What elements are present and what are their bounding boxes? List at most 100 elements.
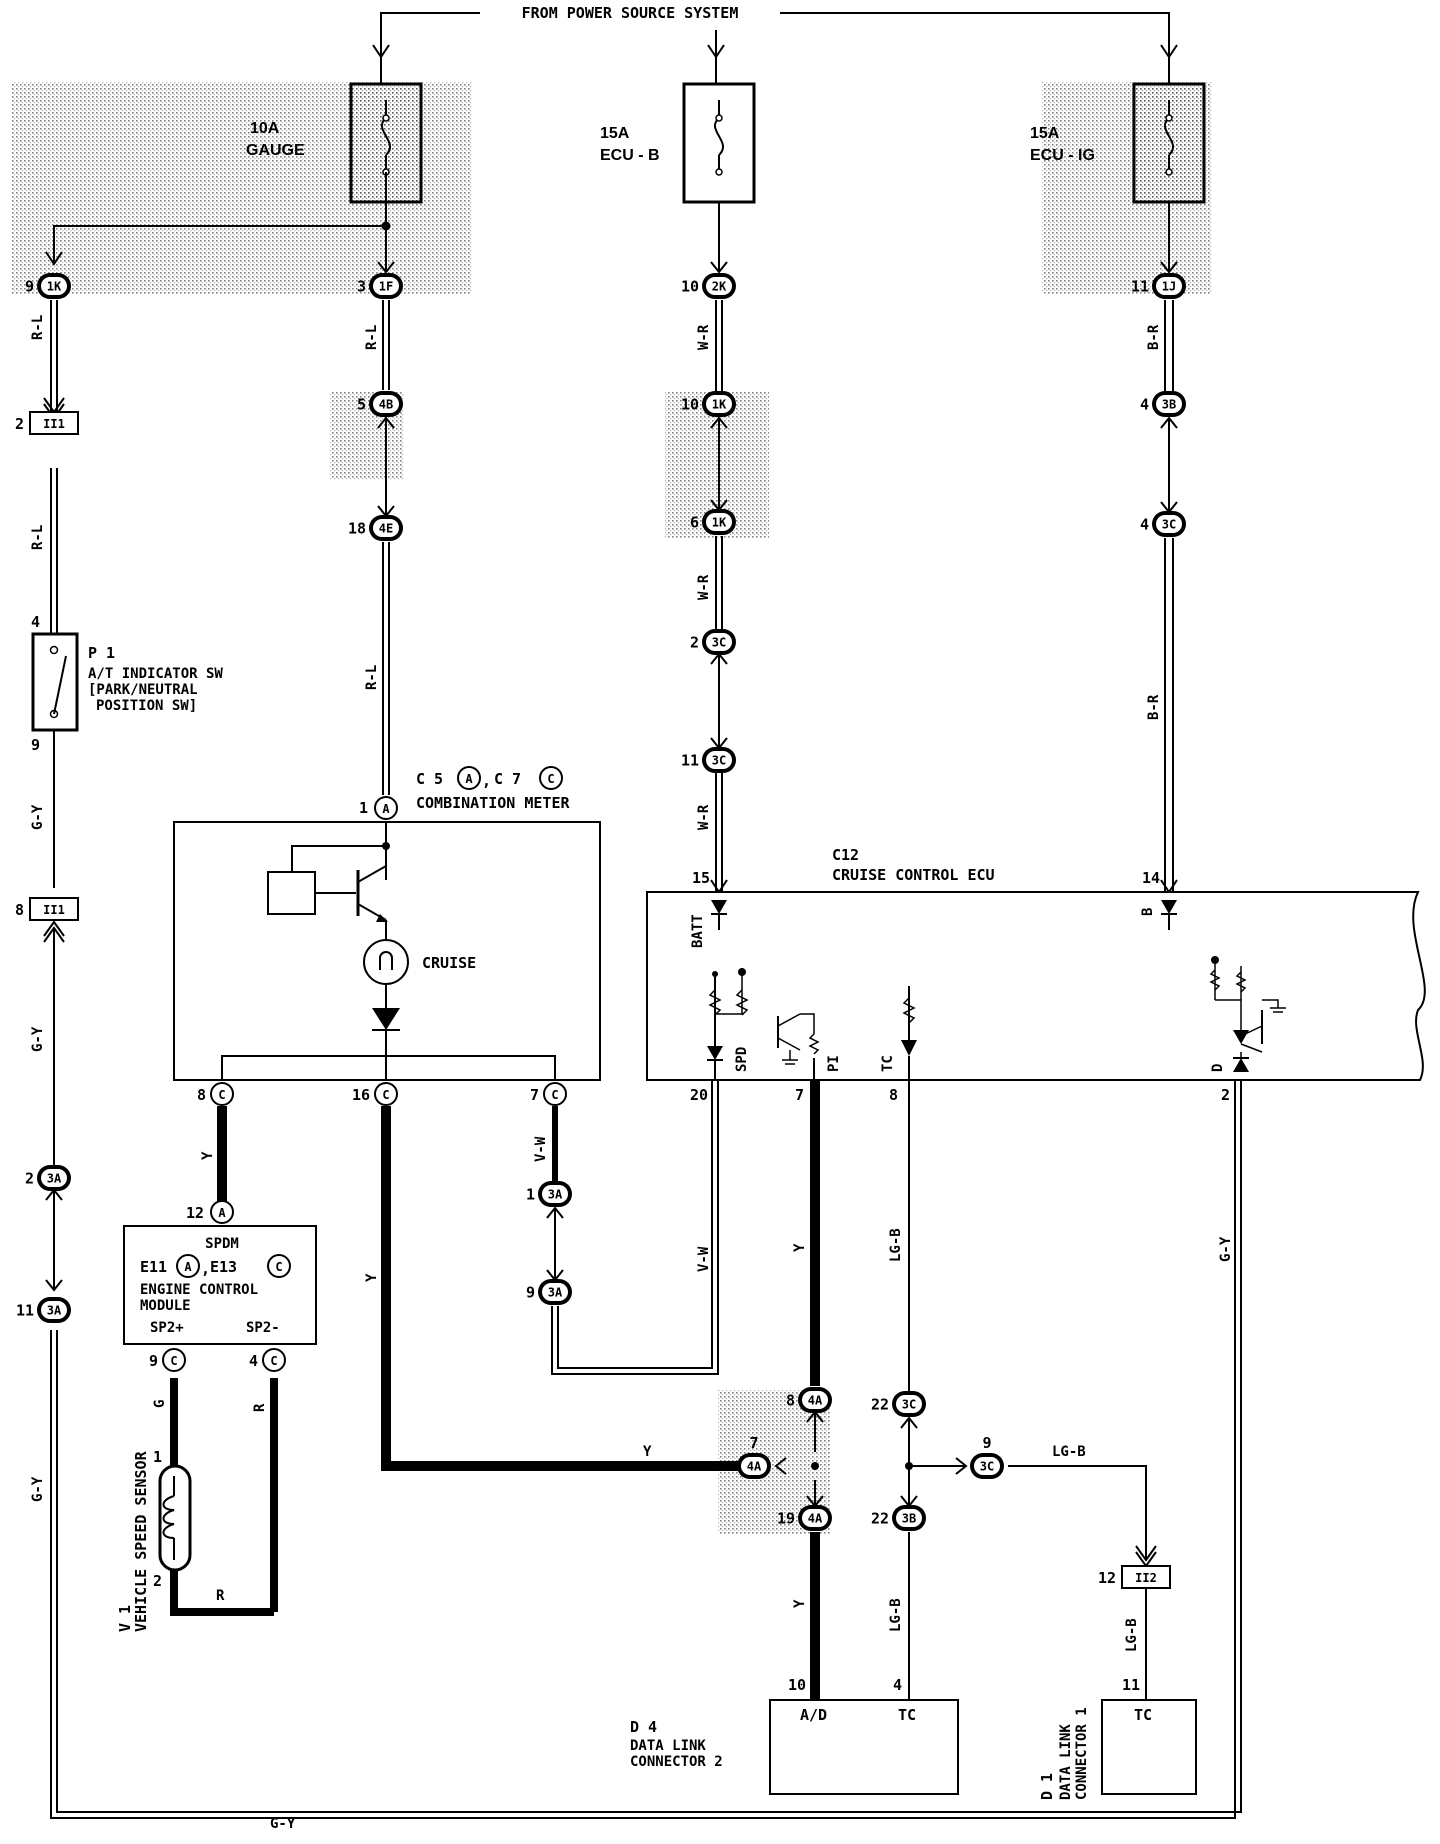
wire-labels: R-L R-L R-L R-L W-R W-R W-R B-R B-R G-Y …: [30, 315, 1234, 1832]
connector-code: 3B: [902, 1512, 916, 1526]
connector-c-3b-4: 3B4: [1140, 391, 1186, 417]
ii1-top-code: II1: [43, 417, 65, 431]
connector-code: 3C: [712, 754, 726, 768]
ecm-sep: ,: [201, 1260, 210, 1278]
wire-label-r: R: [252, 1403, 268, 1412]
ecu-b: B: [1140, 908, 1156, 916]
connector-code: 3A: [47, 1304, 62, 1318]
wire-label-wr: W-R: [696, 574, 712, 600]
connector-code: 4B: [379, 398, 393, 412]
fuse-ecu-ig-name: ECU - IG: [1030, 147, 1095, 164]
connector-c-3a-9: 3A9: [526, 1279, 572, 1305]
wire-label-y: Y: [792, 1599, 808, 1608]
wire-label-y: Y: [364, 1273, 380, 1282]
p1-line3: POSITION SW]: [96, 698, 197, 714]
wire-label-lgb: LG-B: [1052, 1444, 1086, 1460]
wire-label-gy: G-Y: [270, 1816, 296, 1832]
connector-pin: 11: [681, 752, 699, 770]
connector-pin: 2: [690, 634, 699, 652]
wire-label-y: Y: [200, 1151, 216, 1160]
ecu-pin-15: 15: [692, 869, 710, 887]
wire-label-gy: G-Y: [30, 1026, 46, 1052]
wire-label-wr: W-R: [696, 804, 712, 830]
wire-label-gy: G-Y: [30, 1476, 46, 1502]
power-source-label: FROM POWER SOURCE SYSTEM: [522, 4, 739, 22]
ecu-spd: SPD: [734, 1047, 750, 1072]
connector-pin: 8: [786, 1392, 795, 1410]
connector-c-1k-9: 1K9: [25, 273, 71, 299]
meter-id-c: C 7: [494, 770, 521, 788]
connector-pin: 9: [982, 1434, 991, 1452]
connector-c-1f-3: 1F3: [357, 273, 403, 299]
p1-line2: [PARK/NEUTRAL: [88, 682, 198, 698]
ecu-batt: BATT: [690, 914, 706, 948]
connector-c-3c-2: 3C 2: [690, 629, 736, 655]
connector-pin: 7: [749, 1434, 758, 1452]
connector-pin: 10: [681, 278, 699, 296]
ecm-sp-minus: SP2-: [246, 1320, 280, 1336]
connector-c-3c-4: 3C4: [1140, 511, 1186, 537]
ecu-pi: PI: [826, 1055, 842, 1072]
wire-label-lgb: LG-B: [888, 1598, 904, 1632]
connector-code: 3C: [1162, 518, 1176, 532]
ecm-pin-4: 4: [249, 1352, 258, 1370]
wire-label-br: B-R: [1146, 324, 1162, 350]
wire-label-lgb: LG-B: [1124, 1618, 1140, 1652]
meter-pin-8: 8: [197, 1086, 206, 1104]
meter-pin-16: 16: [352, 1086, 370, 1104]
fuse-ecu-b-rating: 15A: [600, 125, 630, 142]
wire-label-rl: R-L: [30, 315, 46, 340]
wire-label-r: R: [216, 1588, 225, 1604]
connector-code: 4A: [747, 1460, 762, 1474]
connector-c-3c-9: 3C9: [970, 1434, 1004, 1479]
d1-id: D 1: [1038, 1773, 1056, 1800]
d1-pin-11: 11: [1122, 1676, 1140, 1694]
wire-label-br: B-R: [1146, 694, 1162, 720]
d4-pin-ad: A/D: [800, 1706, 827, 1724]
ii2-pin: 12: [1098, 1569, 1116, 1587]
wire-label-vw: V-W: [696, 1246, 712, 1272]
meter-pin8-badge: C: [218, 1088, 225, 1102]
fuse-ecu-b: 15A ECU - B: [600, 57, 756, 204]
connector-code: 1K: [712, 398, 727, 412]
meter-id-a: C 5: [416, 770, 443, 788]
junction-ii1-top: II1 2: [15, 411, 79, 435]
connector-code: 3C: [712, 636, 726, 650]
junction-ii2: II2 12: [1098, 1565, 1171, 1589]
cruise-control-ecu: C12 CRUISE CONTROL ECU 15 14 BATT B SPD: [646, 846, 1426, 1104]
vehicle-speed-sensor: 1 2 V 1 VEHICLE SPEED SENSOR: [116, 1448, 192, 1632]
connector-code: 3B: [1162, 398, 1176, 412]
wire-label-lgb: LG-B: [888, 1228, 904, 1262]
p1-id: P 1: [88, 644, 115, 662]
connector-pin: 2: [25, 1170, 34, 1188]
wire-label-wr: W-R: [696, 324, 712, 350]
wire-dots: [811, 1462, 913, 1470]
meter-badge-a: A: [465, 772, 473, 786]
wire-label-rl: R-L: [30, 525, 46, 550]
connector-pin: 22: [871, 1510, 889, 1528]
vss-name: VEHICLE SPEED SENSOR: [132, 1450, 150, 1632]
d1-pin-tc: TC: [1134, 1706, 1152, 1724]
connector-c-4a-8: 4A8: [786, 1387, 832, 1413]
ii2-code: II2: [1135, 1571, 1157, 1585]
data-link-connector-1: 11 TC D 1 DATA LINK CONNECTOR 1: [1038, 1676, 1197, 1800]
ecu-pin-8: 8: [889, 1086, 898, 1104]
connector-pin: 22: [871, 1396, 889, 1414]
connector-pin: 6: [690, 514, 699, 532]
d4-pin-4: 4: [893, 1676, 902, 1694]
data-link-connector-2: 10 4 A/D TC D 4 DATA LINK CONNECTOR 2: [630, 1676, 959, 1795]
ecu-id: C12: [832, 846, 859, 864]
meter-pin7-badge: C: [551, 1088, 558, 1102]
ecm-badge-c: C: [275, 1260, 282, 1274]
meter-lamp-label: CRUISE: [422, 954, 476, 972]
connector-pin: 9: [526, 1284, 535, 1302]
wire-label-y: Y: [643, 1444, 652, 1460]
combination-meter: CRUISE C 5 A , C 7 C COMBINATION METER A…: [173, 766, 601, 1106]
junction-ii1-bottom: II1 8: [15, 897, 79, 921]
engine-control-module: A 12 SPDM E11 A , E13 C ENGINE CONTROL M…: [123, 1200, 317, 1372]
vss-pin-1: 1: [153, 1448, 162, 1466]
ecm-pin-9: 9: [149, 1352, 158, 1370]
